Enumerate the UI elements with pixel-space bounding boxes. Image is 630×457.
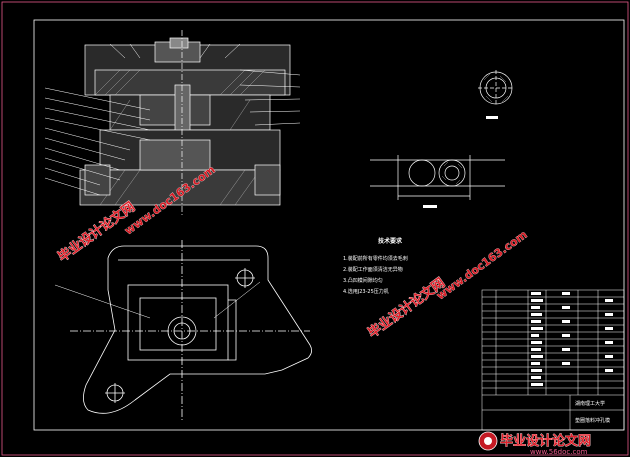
logo-brand-text: 毕业设计论文网	[500, 433, 591, 449]
strip-layout-view	[370, 155, 505, 208]
tech-note-3: 3.凸凹模间隙均匀	[343, 277, 383, 284]
tech-note-4: 4.选用J23-25压力机	[343, 288, 389, 295]
tech-requirements-heading: 技术要求	[378, 237, 403, 245]
parts-list-table	[481, 289, 625, 431]
assembly-section-view	[79, 30, 291, 215]
logo-url-text: www.56doc.com	[530, 448, 588, 456]
leader-lines-left	[44, 87, 151, 196]
die-plan-view	[54, 240, 312, 420]
tech-note-2: 2.装配工作面须清洁无异物	[343, 266, 403, 273]
title-block-school: 湖南理工大学	[575, 400, 605, 407]
part-detail-circle	[478, 70, 514, 119]
tech-note-1: 1.装配前所有零件均须去毛刺	[343, 255, 408, 262]
leader-lines-right	[109, 43, 301, 126]
site-logo: 毕业设计论文网 www.56doc.com	[478, 431, 591, 456]
title-block-drawing-name: 垫圈落料冲孔模	[575, 417, 610, 424]
watermark-brand-right: 毕业设计论文网	[365, 275, 448, 341]
sheet-inner-border	[33, 19, 625, 431]
